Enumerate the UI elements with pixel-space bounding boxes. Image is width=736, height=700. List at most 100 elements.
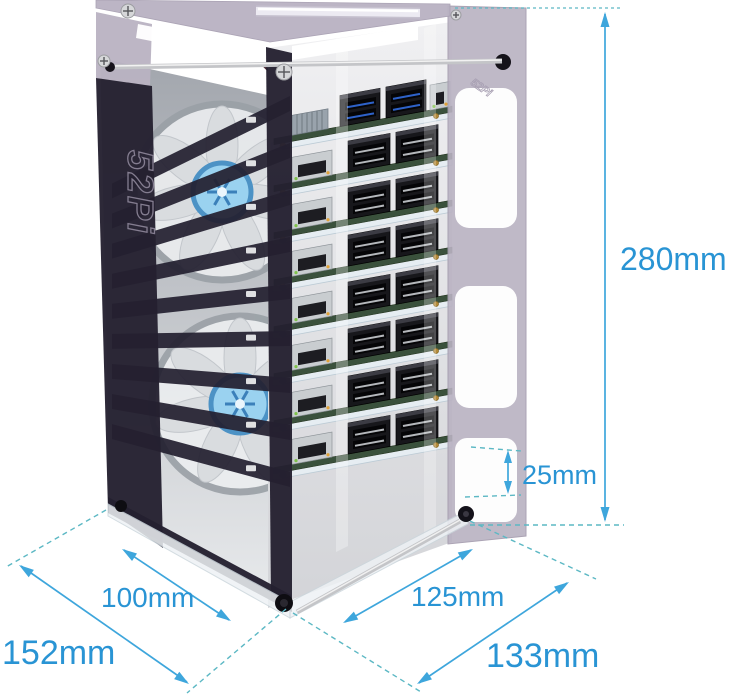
chrome-rod: [109, 58, 503, 70]
chrome-screw: [275, 63, 293, 81]
left-pillar-top: [96, 12, 152, 86]
usb-tongue: [346, 101, 375, 109]
ethernet-slot: [298, 254, 326, 272]
ethernet-led-amber: [326, 218, 330, 222]
usb-tongue: [402, 325, 433, 334]
ethernet-led-amber: [326, 265, 330, 269]
extension-line-left-corner: [5, 509, 107, 568]
usb-top-face: [348, 180, 390, 193]
usb-tongue: [354, 428, 385, 436]
usb-top-face: [396, 406, 438, 419]
usb-tongue: [354, 298, 385, 306]
shelf-clip: [246, 116, 256, 123]
logo-52pi: 52Pi: [120, 150, 161, 236]
ethernet-led-green: [432, 104, 436, 108]
dimension-arrow-base-side-edge: [417, 582, 569, 684]
usb-tongue: [354, 240, 385, 248]
ethernet-led-amber: [326, 406, 330, 410]
ethernet-led-green: [294, 412, 298, 416]
extension-line-front-corner-right: [292, 612, 422, 693]
usb-tongue: [402, 231, 433, 240]
usb-top-face: [348, 133, 390, 146]
usb-tongue: [354, 381, 385, 389]
usb-top-face: [348, 415, 390, 428]
brass-standoff: [433, 113, 439, 119]
ethernet-led-green: [294, 459, 298, 463]
usb-tongue: [402, 278, 433, 287]
fan-hub-center: [217, 187, 227, 197]
pi-layer: [271, 406, 453, 481]
usb-tongue: [402, 195, 433, 204]
dimension-label-base-front-edge: 152mm: [2, 634, 115, 672]
shelf-clip: [246, 203, 256, 210]
usb-top-face: [396, 124, 438, 137]
pi-layer: [271, 79, 453, 152]
usb-top-face: [396, 218, 438, 231]
usb-tongue: [354, 392, 385, 400]
usb-tongue: [402, 419, 433, 428]
left-smoked-pillar: [96, 78, 163, 548]
right-side-panel: 52Pi: [447, 5, 527, 545]
usb-top-face: [386, 79, 426, 92]
usb-tongue: [354, 345, 385, 353]
usb-tongue: [402, 289, 433, 298]
chrome-screw: [450, 9, 462, 21]
dimension-label-front-edge: 100mm: [101, 582, 194, 613]
dimension-arrow-side-edge: [343, 549, 473, 623]
front-slat: [112, 143, 290, 229]
handle-cutout: [136, 24, 250, 60]
usb-tongue: [354, 439, 385, 447]
usb-tongue: [402, 184, 433, 193]
usb-top-face: [348, 368, 390, 381]
pi-layer: [271, 124, 453, 199]
dimension-label-height: 280mm: [620, 241, 727, 277]
usb-top-face: [348, 321, 390, 334]
usb-tongue: [354, 193, 385, 201]
usb-top-face: [340, 88, 380, 100]
front-corner-pillar: [266, 47, 292, 612]
usb-tongue: [354, 146, 385, 154]
brass-standoff: [433, 348, 439, 354]
dimension-label-layer-spacing: 25mm: [522, 460, 597, 490]
dimension-annotations: 280mm 25mm 100mm 152mm 125mm 133mm: [2, 7, 727, 694]
usb-top-face: [396, 312, 438, 325]
ethernet-slot: [436, 91, 444, 105]
usb-tongue: [354, 251, 385, 259]
usb-tongue: [402, 242, 433, 251]
rod-grommet: [495, 54, 511, 70]
shelf-clip: [246, 421, 256, 428]
shelf-clip: [246, 378, 256, 385]
acrylic-support-column: [424, 24, 436, 541]
ethernet-slot: [298, 442, 326, 460]
usb-top-face: [396, 265, 438, 278]
acrylic-tube: [255, 7, 421, 17]
base-rod-highlight: [296, 519, 461, 612]
dimension-label-side-edge: 125mm: [411, 581, 504, 612]
ethernet-led-amber: [444, 102, 448, 106]
shelf-clip: [246, 334, 256, 341]
brass-standoff: [433, 442, 439, 448]
ethernet-led-green: [294, 318, 298, 322]
dimension-label-base-side-edge: 133mm: [486, 637, 599, 675]
ethernet-slot: [298, 301, 326, 319]
panel-cutout: [455, 286, 517, 408]
brass-standoff: [433, 207, 439, 213]
rod-grommet-center: [463, 511, 469, 517]
shelf-clip: [246, 247, 256, 254]
chrome-screw: [120, 3, 136, 19]
rubber-foot: [115, 500, 127, 512]
usb-tongue: [402, 372, 433, 381]
chrome-rod-highlight: [109, 59, 503, 67]
panel-cutout: [455, 88, 517, 228]
usb-tongue: [402, 137, 433, 146]
pi-layer: [271, 218, 453, 293]
base-plate: [107, 500, 474, 619]
ethernet-led-green: [294, 177, 298, 181]
usb-tongue: [402, 430, 433, 439]
tube-highlight: [257, 7, 419, 13]
brass-standoff: [433, 301, 439, 307]
handle-cutout: [292, 26, 418, 60]
usb-tongue: [354, 157, 385, 165]
